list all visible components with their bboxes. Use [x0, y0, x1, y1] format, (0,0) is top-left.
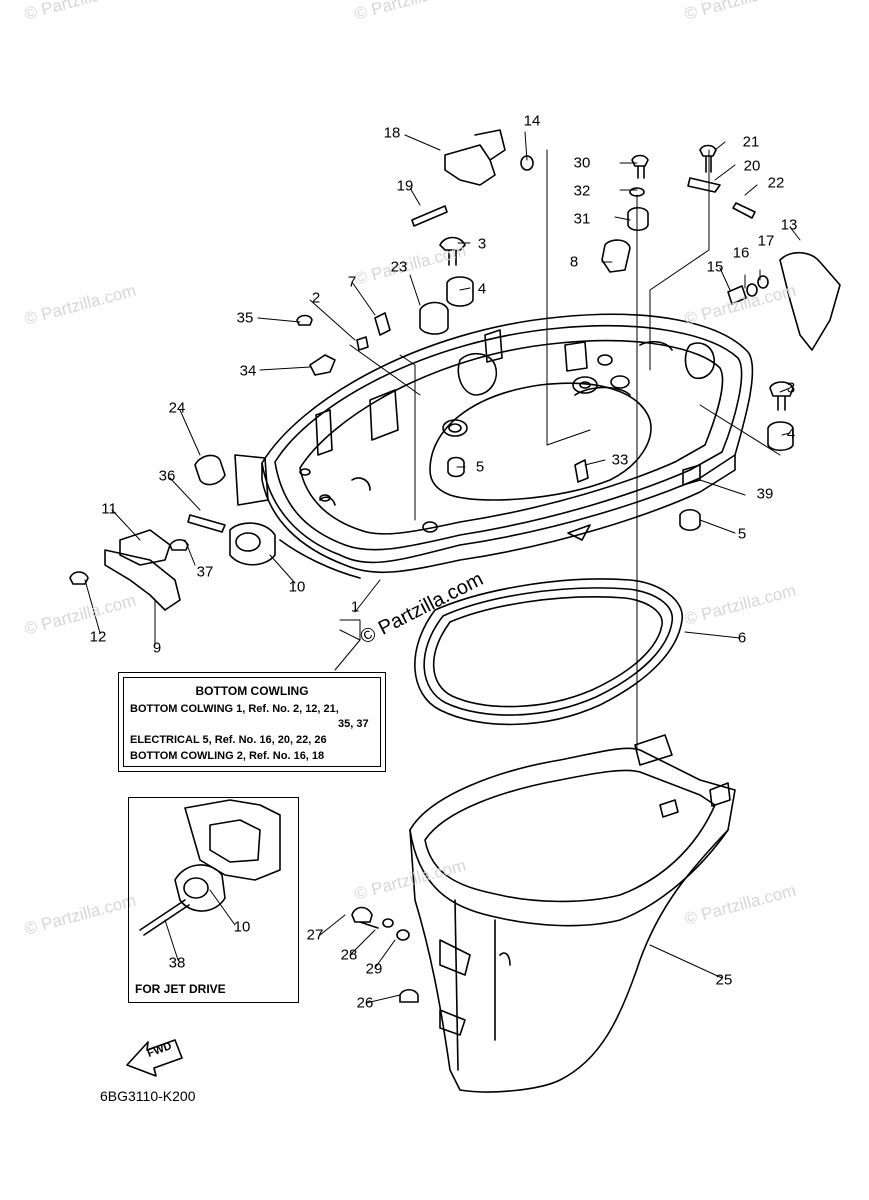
callout-9: 9: [152, 639, 162, 657]
legend-box: BOTTOM COWLING BOTTOM COLWING 1, Ref. No…: [118, 672, 386, 772]
lead-lines: [84, 131, 801, 1004]
callout-36: 36: [158, 467, 176, 485]
callout-3b: 3: [786, 379, 796, 397]
callout-3: 3: [477, 235, 487, 253]
callout-22: 22: [767, 174, 785, 192]
callout-18: 18: [383, 124, 401, 142]
callout-30: 30: [573, 154, 591, 172]
callout-24: 24: [168, 399, 186, 417]
small-parts: [69, 129, 841, 1003]
callout-15: 15: [706, 258, 724, 276]
callout-39: 39: [756, 485, 774, 503]
callout-2: 2: [311, 289, 321, 307]
legend-line-3: ELECTRICAL 5, Ref. No. 16, 20, 22, 26: [130, 734, 327, 746]
callout-11: 11: [101, 500, 117, 518]
callout-6: 6: [737, 629, 747, 647]
callout-33: 33: [611, 451, 629, 469]
callout-27: 27: [306, 926, 324, 944]
callout-20: 20: [743, 157, 761, 175]
callout-14: 14: [523, 112, 541, 130]
callout-17: 17: [757, 232, 775, 250]
jet-drive-label: FOR JET DRIVE: [135, 982, 226, 996]
callout-5b: 5: [737, 525, 747, 543]
legend-inner: BOTTOM COWLING BOTTOM COLWING 1, Ref. No…: [123, 677, 381, 767]
callout-1: 1: [350, 598, 360, 616]
callout-29: 29: [365, 960, 383, 978]
callout-31: 31: [573, 210, 591, 228]
callout-13: 13: [780, 216, 798, 234]
bottom-cowling-lower: [409, 734, 736, 1093]
callout-25: 25: [715, 971, 733, 989]
callout-26: 26: [356, 994, 374, 1012]
legend-line-4: BOTTOM COWLING 2, Ref. No. 16, 18: [130, 750, 325, 762]
callout-7: 7: [347, 273, 357, 291]
callout-23: 23: [390, 258, 408, 276]
callout-8: 8: [569, 253, 579, 271]
callout-5: 5: [475, 458, 485, 476]
callout-19: 19: [396, 177, 414, 195]
callout-4: 4: [477, 280, 487, 298]
callout-34: 34: [239, 362, 257, 380]
bottom-cowling-tray: [261, 313, 754, 579]
callout-12: 12: [89, 628, 107, 646]
callout-4b: 4: [786, 425, 796, 443]
legend-title: BOTTOM COWLING: [195, 684, 309, 698]
legend-line-1: BOTTOM COLWING 1, Ref. No. 2, 12, 21,: [130, 703, 339, 715]
callout-21: 21: [742, 133, 760, 151]
callout-38: 38: [168, 954, 186, 972]
callout-16: 16: [732, 244, 750, 262]
legend-line-2: 35, 37: [338, 718, 369, 730]
jet-drive-inset: FOR JET DRIVE: [128, 797, 299, 1003]
callout-35: 35: [236, 309, 254, 327]
callout-10: 10: [288, 578, 306, 596]
callout-37: 37: [196, 563, 214, 581]
callout-32: 32: [573, 182, 591, 200]
fwd-arrow: [126, 1039, 183, 1077]
callout-28: 28: [340, 946, 358, 964]
drawing-code: 6BG3110-K200: [100, 1088, 196, 1104]
callout-10b: 10: [233, 918, 251, 936]
seal-rubber-6: [414, 578, 683, 726]
jet-drive-inset-drawing: [139, 799, 281, 936]
